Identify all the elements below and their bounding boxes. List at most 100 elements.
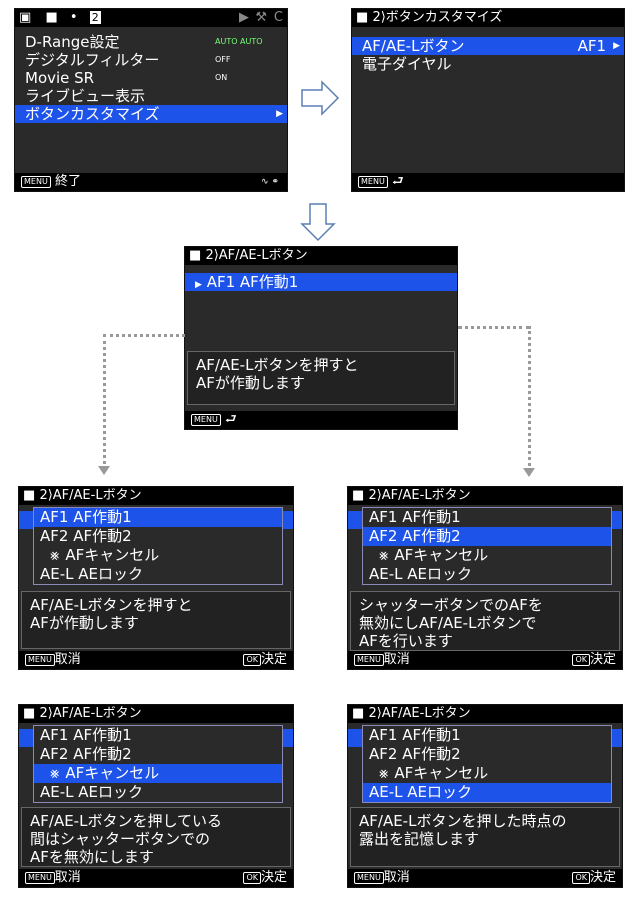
screen-title: 2⟩AF/AE-Lボタン — [368, 488, 471, 503]
menu-key-icon[interactable]: MENU — [191, 413, 221, 426]
option-af-cancel[interactable]: ⨳AFキャンセル — [363, 546, 611, 565]
menu-key-icon[interactable]: MENU — [21, 175, 51, 188]
screen-title: 2⟩ボタンカスタマイズ — [372, 10, 503, 25]
option-af-cancel[interactable]: ⨳ AFキャンセル — [34, 546, 282, 565]
menu-key-icon[interactable]: MENU — [25, 871, 55, 884]
playback-tab-icon[interactable]: ▶ — [239, 10, 249, 25]
setup-tab-icon[interactable]: ⚒ — [255, 10, 267, 25]
screen-title: 2⟩AF/AE-Lボタン — [39, 488, 142, 503]
menu-key-icon[interactable]: MENU — [354, 653, 384, 666]
menu-key-icon[interactable]: MENU — [358, 175, 388, 188]
d-range-value: AUTO AUTO — [215, 37, 263, 46]
option-af2[interactable]: AF2 AF作動2 — [363, 745, 611, 764]
screen-select-af2: ■ 2⟩AF/AE-Lボタン AF1 AF作動1 AF2 AF作動2 ⨳AFキャ… — [347, 486, 623, 670]
option-popup: AF1 AF作動1 AF2 AF作動2 ⨳AFキャンセル AE-L AEロック — [362, 725, 612, 803]
option-af1[interactable]: AF1 AF作動1 — [34, 508, 282, 527]
option-popup: AF1 AF作動1 AF2 AF作動2 ⨳ AFキャンセル AE-L AEロック — [33, 507, 283, 585]
menu-item-button-customize[interactable]: ボタンカスタマイズ ▶ — [15, 105, 287, 123]
option-popup: AF1 AF作動1 AF2 AF作動2 ⨳AFキャンセル AE-L AEロック — [362, 507, 612, 585]
flow-arrow-right-icon — [301, 80, 340, 116]
option-label: AFキャンセル — [65, 764, 160, 782]
description-line: AFが作動します — [196, 374, 305, 392]
menu-footer: MENU ⮐ — [352, 173, 624, 191]
option-af2[interactable]: AF2 AF作動2 — [363, 527, 611, 546]
option-af-cancel[interactable]: ⨳AFキャンセル — [34, 764, 282, 783]
menu-item-e-dial[interactable]: 電子ダイヤル — [352, 55, 624, 73]
connector-line-left — [103, 334, 106, 464]
option-ael[interactable]: AE-L AEロック — [363, 565, 611, 584]
screen-select-af1: ■ 2⟩AF/AE-Lボタン AF1 AF作動1 AF2 AF作動2 ⨳ AFキャ… — [18, 486, 294, 670]
custom-menu-icon: ■ — [23, 488, 36, 503]
tab-dot-icon: • — [69, 10, 78, 25]
camera-tab-icon[interactable]: ▣ — [19, 10, 32, 25]
af-cancel-icon: ⨳ — [50, 546, 60, 564]
menu-item-label: ライブビュー表示 — [25, 87, 146, 105]
connection-status-icon: ∿ ⚭ — [261, 177, 279, 187]
description-line: AFを無効にします — [30, 848, 154, 866]
screen-title: 2⟩AF/AE-Lボタン — [368, 706, 471, 721]
option-label: AE-L AEロック — [369, 565, 473, 583]
screen-title: 2⟩AF/AE-Lボタン — [39, 706, 142, 721]
cancel-label: 取消 — [383, 870, 410, 885]
option-af2[interactable]: AF2 AF作動2 — [34, 745, 282, 764]
menu-item-digital-filter[interactable]: デジタルフィルター OFF — [15, 51, 287, 69]
menu-item-af-ael-button[interactable]: AF/AE-Lボタン AF1 ▶ — [352, 37, 624, 55]
menu-item-label: 電子ダイヤル — [362, 55, 452, 73]
menu-item-d-range[interactable]: D-Range設定 AUTO AUTO — [15, 33, 287, 51]
menu-item-af1[interactable]: ▶ AF1 AF作動1 — [185, 273, 457, 291]
connector-line-left — [103, 334, 185, 337]
description-box: AF/AE-Lボタンを押すと AFが作動します — [21, 591, 291, 649]
screen-select-af-cancel: ■ 2⟩AF/AE-Lボタン AF1 AF作動1 AF2 AF作動2 ⨳AFキャ… — [18, 704, 294, 888]
screen-select-ael: ■ 2⟩AF/AE-Lボタン AF1 AF作動1 AF2 AF作動2 ⨳AFキャ… — [347, 704, 623, 888]
ok-key-icon: OK — [243, 653, 261, 666]
custom-c-tab-icon[interactable]: C — [273, 10, 283, 25]
option-label: AF2 AF作動2 — [369, 527, 461, 545]
screen-title: 2⟩AF/AE-Lボタン — [205, 248, 308, 263]
option-ael[interactable]: AE-L AEロック — [363, 783, 611, 802]
menu-item-label: ボタンカスタマイズ — [25, 105, 160, 123]
option-label: AE-L AEロック — [369, 783, 473, 801]
menu-key-icon[interactable]: MENU — [354, 871, 384, 884]
tab-page-number[interactable]: 2 — [89, 11, 101, 24]
custom-menu-icon: ■ — [23, 706, 36, 721]
description-line: AF/AE-Lボタンを押している — [30, 812, 223, 830]
menu-item-movie-sr[interactable]: Movie SR ON — [15, 69, 287, 87]
screen-header: ■ 2⟩AF/AE-Lボタン — [19, 487, 293, 505]
screen-header: ■ 2⟩AF/AE-Lボタン — [19, 705, 293, 723]
option-af1[interactable]: AF1 AF作動1 — [34, 726, 282, 745]
option-af-cancel[interactable]: ⨳AFキャンセル — [363, 764, 611, 783]
option-label: AF1 AF作動1 — [369, 726, 461, 744]
option-label: AFキャンセル — [65, 546, 160, 564]
confirm-label: 決定 — [589, 870, 616, 885]
back-arrow-icon[interactable]: ⮐ — [224, 412, 237, 427]
option-ael[interactable]: AE-L AEロック — [34, 565, 282, 584]
back-arrow-icon[interactable]: ⮐ — [391, 174, 404, 189]
option-af2[interactable]: AF2 AF作動2 — [34, 527, 282, 546]
ok-key-icon: OK — [572, 653, 590, 666]
option-ael[interactable]: AE-L AEロック — [34, 783, 282, 802]
screen-header: ■ 2⟩AF/AE-Lボタン — [185, 247, 457, 265]
description-line: AFを行います — [359, 632, 453, 650]
menu-footer: MENU 終了 ∿ ⚭ — [15, 173, 287, 191]
custom-tab-icon[interactable]: ■ — [45, 10, 58, 25]
custom-menu-icon: ■ — [356, 10, 369, 25]
option-label: AF2 AF作動2 — [40, 745, 132, 763]
description-box: AF/AE-Lボタンを押すと AFが作動します — [187, 351, 455, 405]
option-af1[interactable]: AF1 AF作動1 — [363, 726, 611, 745]
menu-key-icon[interactable]: MENU — [25, 653, 55, 666]
custom-menu-icon: ■ — [352, 488, 365, 503]
connector-arrow-right-icon — [523, 468, 535, 477]
menu-item-live-view[interactable]: ライブビュー表示 — [15, 87, 287, 105]
screen-header: ■ 2⟩ボタンカスタマイズ — [352, 9, 624, 27]
connector-arrow-left-icon — [98, 466, 110, 475]
cancel-label: 取消 — [54, 870, 81, 885]
description-line: AF/AE-Lボタンを押した時点の — [359, 812, 567, 830]
option-af1[interactable]: AF1 AF作動1 — [363, 508, 611, 527]
